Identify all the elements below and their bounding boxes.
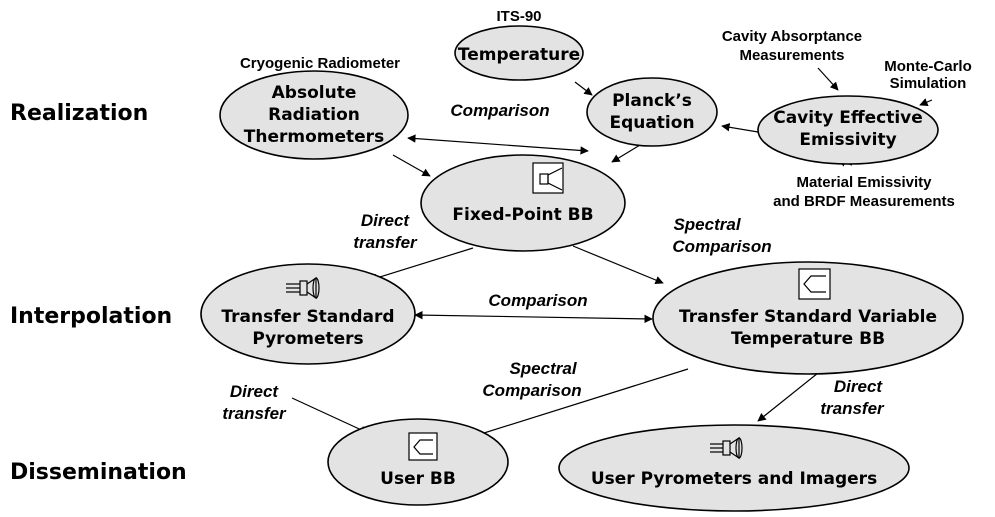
edge-label-spectral-comparison-right-2: Comparison [672,237,771,256]
node-cavity-line-1: Cavity Effective [773,108,923,128]
edge-label-direct-transfer-left-2: transfer [353,233,418,252]
node-user-pyrometers-label: User Pyrometers and Imagers [591,469,877,489]
arrow-variable-bb-to-user-pyrometers [757,372,819,422]
edge-label-comparison-top: Comparison [450,101,549,120]
blackbody-cavity-icon [798,268,831,300]
pyrometer-icon [286,276,320,300]
arrow-its90-to-plancks [574,81,593,96]
note-material-emissivity-line-1: Material Emissivity [796,174,932,191]
edge-label-spectral-comparison-right-1: Spectral [673,215,741,234]
node-plancks-line-2: Equation [609,113,694,133]
node-plancks-equation: Planck’s Equation [586,77,718,147]
arrow-pyrometers-variable-bb-comparison [414,310,653,324]
edge-label-spectral-comparison-bottom-1: Spectral [509,359,577,378]
node-absolute-radiation-thermometers: Absolute Radiation Thermometers [219,70,409,160]
blackbody-cavity-icon [532,162,564,194]
edge-label-spectral-comparison-bottom-2: Comparison [482,381,581,400]
level-interpolation: Interpolation [10,304,172,329]
blackbody-cavity-icon [408,432,438,461]
arrow-fixedpoint-to-pyrometers [369,247,474,282]
arrow-variable-bb-to-userbb [467,368,689,440]
note-cryogenic-radiometer: Cryogenic Radiometer [240,55,400,72]
node-absolute-line-3: Thermometers [244,127,384,147]
node-transfer-pyrometers-line-2: Pyrometers [252,329,363,349]
node-variable-bb-line-1: Transfer Standard Variable [679,307,937,327]
arrow-absolute-plancks-comparison [407,134,589,155]
edge-label-direct-transfer-left-1: Direct [361,211,411,230]
node-transfer-standard-pyrometers: Transfer Standard Pyrometers [200,263,416,365]
arrow-fixedpoint-to-variable-bb [572,245,664,285]
node-fixed-point-label: Fixed-Point BB [452,205,593,225]
level-realization: Realization [10,101,148,126]
note-monte-carlo-line-1: Monte-Carlo [884,58,972,75]
arrow-cavity-to-plancks [721,123,759,133]
note-material-emissivity-line-2: and BRDF Measurements [773,193,955,210]
node-user-bb: User BB [327,418,509,506]
node-variable-bb-line-2: Temperature BB [731,329,885,349]
node-absolute-line-2: Radiation [268,105,360,125]
node-cavity-effective-emissivity: Cavity Effective Emissivity [757,95,939,165]
note-cavity-absorptance-line-1: Cavity Absorptance [722,28,862,45]
arrow-plancks-to-fixedpoint [611,144,641,163]
node-transfer-pyrometers-line-1: Transfer Standard [221,307,394,327]
pyrometer-icon [710,436,743,460]
edge-label-direct-transfer-bottom-left-2: transfer [222,404,287,423]
node-user-pyrometers-and-imagers: User Pyrometers and Imagers [558,424,910,512]
node-fixed-point-bb: Fixed-Point BB [420,154,626,252]
node-plancks-line-1: Planck’s [612,91,692,111]
note-cavity-absorptance-line-2: Measurements [739,47,844,64]
node-transfer-standard-variable-temperature-bb: Transfer Standard Variable Temperature B… [652,261,964,375]
node-cavity-line-2: Emissivity [799,130,896,150]
edge-label-direct-transfer-bottom-right-1: Direct [834,377,884,396]
edge-label-comparison-middle: Comparison [488,291,587,310]
note-its90: ITS-90 [496,8,541,25]
arrow-monte-carlo-to-cavity [919,98,933,106]
level-dissemination: Dissemination [10,460,187,485]
arrow-absolute-to-fixedpoint [392,154,431,177]
note-monte-carlo-line-2: Simulation [890,75,967,92]
arrow-cavity-absorptance-to-cavity [817,67,839,91]
arrow-pyrometers-to-userbb [291,397,369,434]
node-user-bb-label: User BB [380,469,456,489]
node-absolute-line-1: Absolute [272,83,357,103]
edge-label-direct-transfer-bottom-right-2: transfer [820,399,885,418]
edge-label-direct-transfer-bottom-left-1: Direct [230,382,280,401]
node-temperature: Temperature [454,25,584,81]
node-temperature-label: Temperature [458,45,580,65]
